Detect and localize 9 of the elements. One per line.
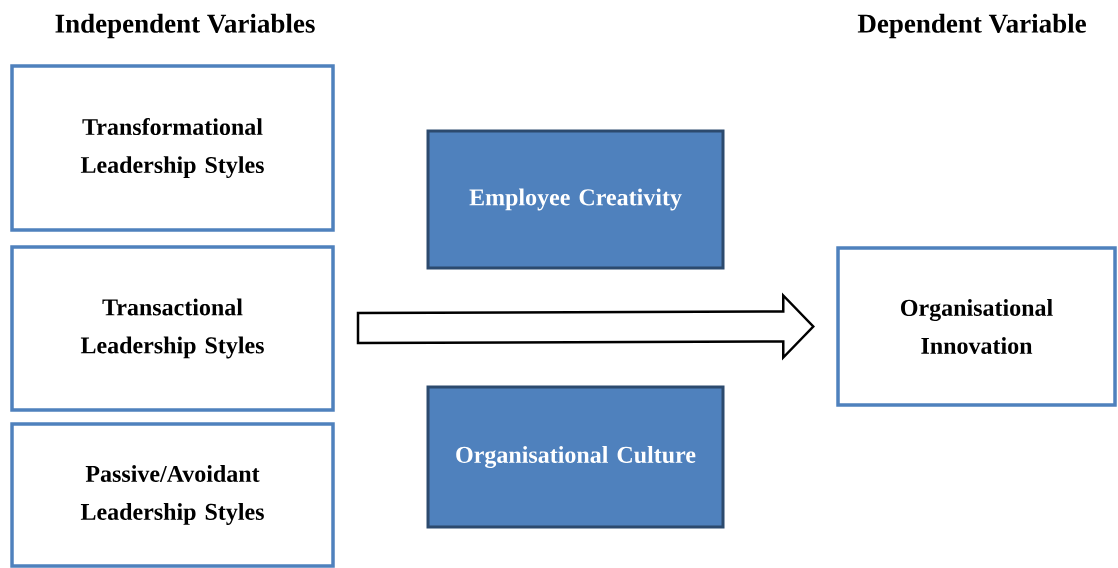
- variable-box: Passive/Avoidant Leadership Styles: [10, 422, 335, 568]
- mediator-box: Organisational Culture: [426, 385, 725, 529]
- variable-box: Transformational Leadership Styles: [10, 64, 335, 232]
- heading: Dependent Variable: [857, 13, 1086, 39]
- variable-box: Transactional Leadership Styles: [10, 245, 335, 412]
- mediator-box: Employee Creativity: [426, 129, 725, 270]
- block-arrow: [356, 292, 815, 361]
- heading: Independent Variables: [55, 13, 315, 39]
- variable-box: Organisational Innovation: [836, 246, 1117, 407]
